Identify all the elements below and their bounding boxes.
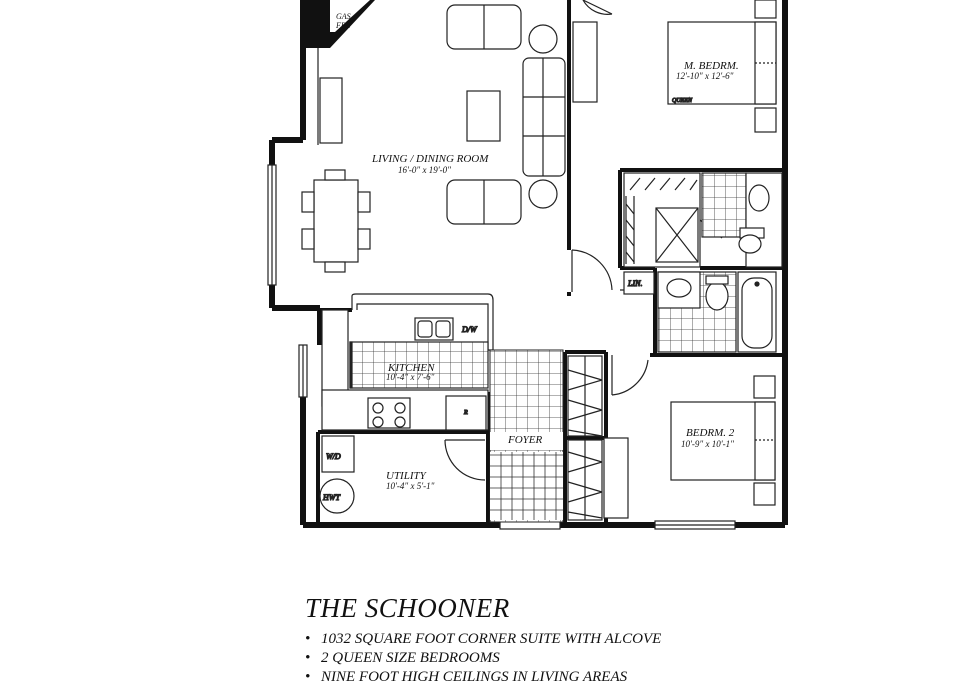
fireplace-label-2: FPL xyxy=(335,21,351,30)
kitchen-size: 10'-4" x 7'-6" xyxy=(386,372,435,382)
feature-item: 2 QUEEN SIZE BEDROOMS xyxy=(305,649,945,668)
water-tank-label: HWT xyxy=(322,493,340,502)
foyer-tile xyxy=(489,349,564,523)
room-labels: LIVING / DINING ROOM 16'-0" x 19'-0" M. … xyxy=(371,60,739,491)
floor-plan: GAS FPL xyxy=(267,0,788,530)
plan-title-block: THE SCHOONER 1032 SQUARE FOOT CORNER SUI… xyxy=(305,592,945,687)
utility-fixtures: W/D HWT xyxy=(319,435,355,514)
hall-closets xyxy=(567,355,603,521)
queen-label: QUEEN xyxy=(672,98,693,104)
living-room-size: 16'-0" x 19'-0" xyxy=(398,165,451,175)
main-bath: LIN. xyxy=(623,271,777,353)
bedroom2-furniture xyxy=(603,375,776,519)
kitchen: D/W R xyxy=(321,309,489,431)
ensuite-bath xyxy=(623,172,783,268)
utility-size: 10'-4" x 5'-1" xyxy=(386,481,435,491)
feature-item: 1032 SQUARE FOOT CORNER SUITE WITH ALCOV… xyxy=(305,630,945,649)
feature-list: 1032 SQUARE FOOT CORNER SUITE WITH ALCOV… xyxy=(305,630,945,687)
gas-fireplace: GAS FPL xyxy=(306,0,375,145)
foyer-name: FOYER xyxy=(507,434,543,446)
bedroom2-name: BEDRM. 2 xyxy=(686,427,735,439)
living-room-name: LIVING / DINING ROOM xyxy=(371,153,489,165)
windows xyxy=(267,164,736,530)
master-bedroom-name: M. BEDRM. xyxy=(683,60,739,72)
feature-item: NINE FOOT HIGH CEILINGS IN LIVING AREAS xyxy=(305,668,945,687)
kitchen-name: KITCHEN xyxy=(387,362,435,374)
fridge-label: R xyxy=(463,410,468,416)
utility-name: UTILITY xyxy=(386,470,428,482)
master-furniture: QUEEN xyxy=(572,0,777,133)
living-furniture xyxy=(301,4,566,351)
master-bedroom-size: 12'-10" x 12'-6" xyxy=(676,71,734,81)
dishwasher-label: D/W xyxy=(461,325,478,334)
washer-dryer-label: W/D xyxy=(326,452,341,461)
bedroom2-size: 10'-9" x 10'-1" xyxy=(681,439,734,449)
plan-title: THE SCHOONER xyxy=(305,593,510,623)
fireplace-label-1: GAS xyxy=(336,12,351,21)
linen-label: LIN. xyxy=(627,279,642,288)
